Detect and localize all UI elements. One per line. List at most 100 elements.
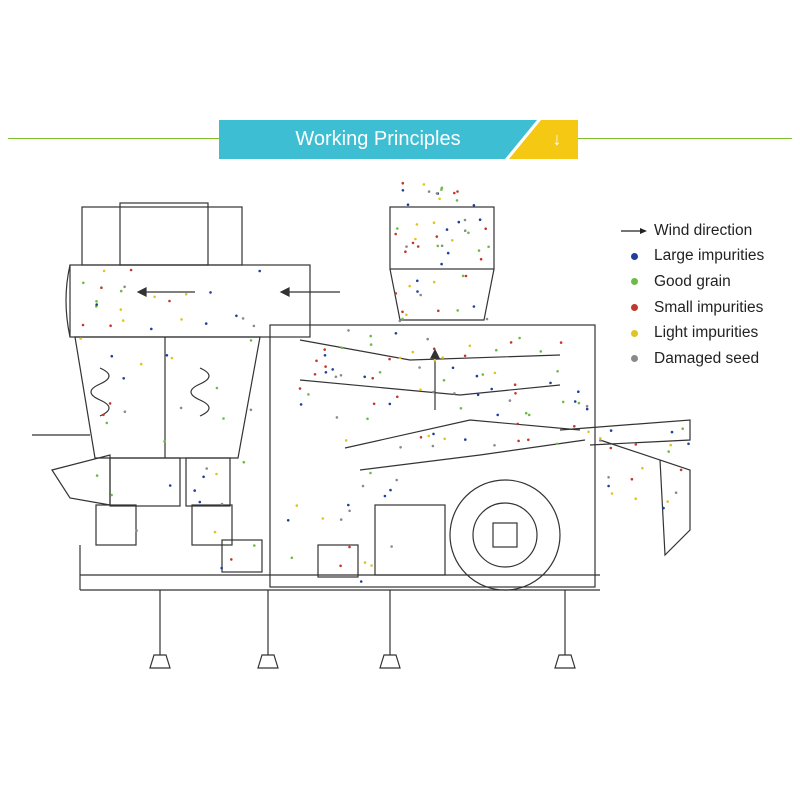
particle: [408, 284, 412, 288]
particle: [372, 402, 376, 406]
particle: [459, 407, 463, 410]
foot-2: [257, 654, 279, 669]
discharge-box-left: [109, 457, 181, 507]
particle: [587, 430, 590, 434]
particle: [607, 476, 610, 479]
particle: [295, 504, 299, 507]
particle: [404, 250, 407, 253]
particle: [414, 237, 417, 241]
yellow-dot-icon: [630, 329, 638, 337]
particle: [363, 375, 367, 379]
particle: [361, 484, 365, 488]
particle: [438, 197, 441, 201]
particle: [150, 327, 153, 331]
airlock-right: [191, 504, 233, 546]
particle: [432, 347, 436, 351]
legend-label: Wind direction: [654, 221, 753, 239]
particle: [477, 249, 481, 252]
particle: [307, 393, 310, 396]
particle: [585, 407, 589, 411]
blue-dot-icon: [630, 252, 638, 260]
particle: [451, 366, 455, 370]
discharge-box-right: [185, 457, 231, 507]
particle: [426, 337, 430, 341]
particle: [609, 429, 613, 432]
legend: Wind direction Large impurities Good gra…: [614, 218, 794, 372]
particle: [573, 400, 577, 403]
particle: [456, 190, 459, 193]
particle: [369, 471, 372, 475]
particle: [559, 341, 563, 344]
particle: [518, 336, 521, 340]
particle: [340, 346, 344, 350]
particle: [416, 245, 420, 248]
particle: [440, 188, 443, 191]
particle: [476, 393, 480, 397]
particle: [395, 478, 399, 482]
particle: [609, 446, 613, 450]
particle: [249, 339, 253, 342]
particle: [493, 371, 497, 375]
particle: [495, 348, 498, 352]
particle: [607, 484, 610, 488]
particle: [388, 357, 391, 361]
particle: [193, 489, 196, 492]
particle: [451, 239, 454, 242]
particle: [455, 199, 459, 202]
legend-label: Good grain: [654, 272, 731, 290]
particle: [215, 386, 219, 390]
particle: [432, 390, 435, 394]
particle: [577, 401, 581, 405]
particle: [670, 430, 674, 434]
particle: [585, 404, 589, 408]
legend-label: Damaged seed: [654, 349, 760, 367]
particle: [411, 241, 415, 245]
particle-scatter: [79, 181, 690, 583]
fan-hub: [492, 522, 518, 548]
particle: [461, 274, 465, 278]
particle: [419, 293, 423, 297]
legend-item-good-grain: Good grain: [614, 269, 794, 295]
drive-motor: [317, 544, 359, 578]
particle: [549, 381, 552, 385]
particle: [95, 300, 98, 303]
legend-item-large-impurities: Large impurities: [614, 244, 794, 270]
legend-item-wind-direction: Wind direction: [614, 218, 794, 244]
particle: [121, 319, 125, 322]
cyclone-swirl-right: [190, 367, 210, 417]
particle: [401, 310, 404, 314]
particle: [339, 374, 343, 377]
particle: [634, 443, 638, 446]
particle: [435, 235, 439, 238]
particle: [108, 402, 112, 405]
particle: [165, 354, 169, 357]
particle: [475, 374, 479, 378]
particle: [339, 564, 342, 568]
particle: [139, 362, 143, 366]
particle: [396, 227, 399, 230]
particle: [433, 358, 437, 362]
particle: [235, 314, 238, 318]
particle: [344, 439, 348, 442]
particle: [396, 395, 399, 399]
airlock-left: [95, 504, 137, 546]
fan-housing: [449, 479, 561, 591]
particle: [687, 442, 690, 446]
particle: [431, 444, 435, 448]
particle: [286, 519, 290, 522]
particle: [398, 356, 402, 360]
particle: [323, 354, 327, 357]
gray-dot-icon: [630, 355, 638, 363]
particle: [573, 425, 576, 428]
particle: [467, 231, 470, 235]
particle: [415, 223, 419, 226]
particle: [81, 323, 85, 327]
particle: [481, 373, 485, 376]
particle: [453, 392, 456, 395]
particle: [472, 204, 476, 207]
particle: [556, 370, 559, 373]
grain-outlet: [559, 419, 691, 446]
particle: [464, 274, 468, 278]
particle: [299, 403, 303, 406]
particle: [599, 439, 602, 442]
